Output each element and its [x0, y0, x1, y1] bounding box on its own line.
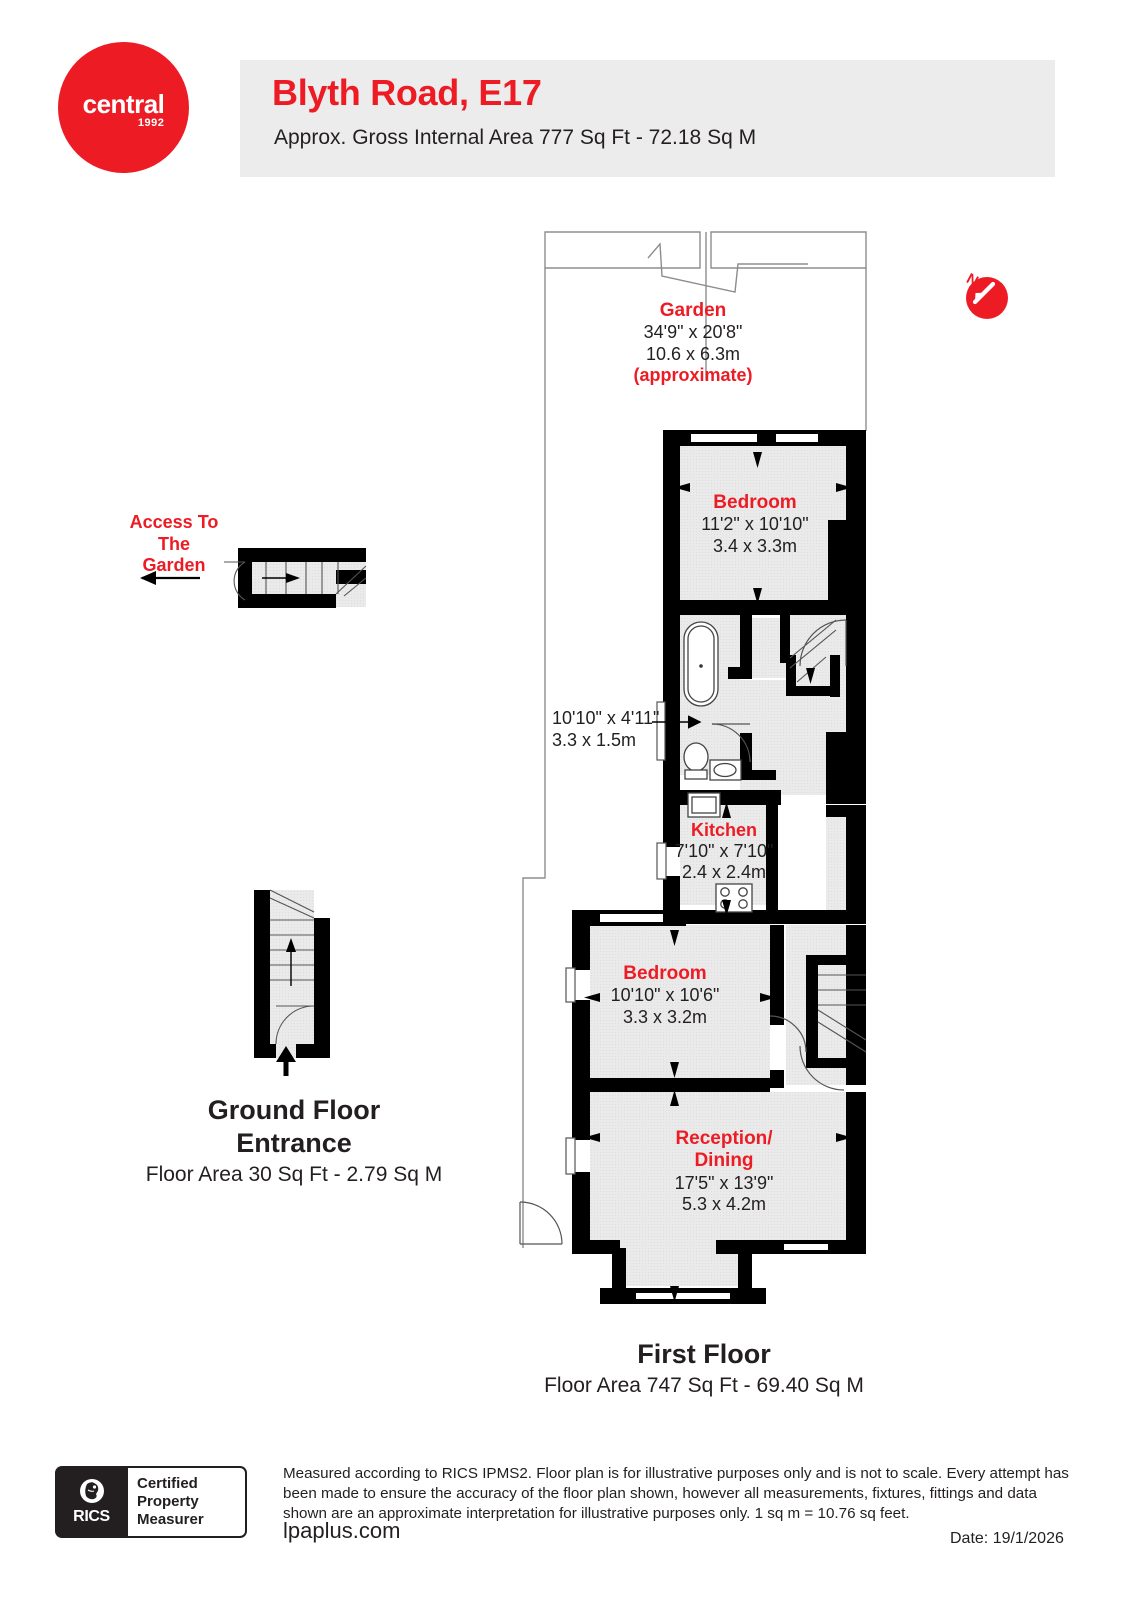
ground-floor-caption: Ground Floor Entrance Floor Area 30 Sq F… [84, 1094, 504, 1187]
bath-fixture [683, 621, 719, 707]
bedroom-front-name: Bedroom [623, 963, 707, 984]
basin-fixture [709, 759, 742, 781]
first-floor-title: First Floor [637, 1339, 771, 1369]
logo-inner: central 1992 [83, 91, 165, 129]
ground-floor-area: Floor Area 30 Sq Ft - 2.79 Sq M [145, 1162, 443, 1186]
garden-name: Garden [659, 300, 727, 321]
first-floor-caption: First Floor Floor Area 747 Sq Ft - 69.40… [494, 1338, 914, 1398]
reception-name-line2: Dining [694, 1150, 754, 1172]
ground-floor-title-line2: Entrance [236, 1127, 352, 1158]
certified-property-measurer-text: Certified Property Measurer [128, 1466, 247, 1538]
room-label-reception-dining: Reception/ Dining 17'5" x 13'9" 5.3 x 4.… [624, 1128, 824, 1215]
kitchen-dim-metric: 2.4 x 2.4m [681, 862, 767, 883]
rics-wordmark: RICS [73, 1508, 110, 1525]
logo-year: 1992 [137, 116, 165, 129]
garden-dim-imperial: 34'9" x 20'8" [643, 322, 743, 343]
page-title: Blyth Road, E17 [272, 72, 542, 113]
room-label-bedroom-front: Bedroom 10'10" x 10'6" 3.3 x 3.2m [565, 963, 765, 1028]
kitchen-dim-imperial: 7'10" x 7'10" [674, 841, 774, 862]
garden-approximate-note: (approximate) [633, 364, 753, 385]
reception-dim-imperial: 17'5" x 13'9" [674, 1172, 774, 1193]
hob-fixture [715, 883, 753, 913]
plan-date: Date: 19/1/2026 [950, 1530, 1064, 1547]
north-compass-icon: N [955, 268, 1009, 322]
logo-wordmark: central [82, 88, 165, 119]
gross-internal-area: Approx. Gross Internal Area 777 Sq Ft - … [274, 126, 757, 149]
stairs-upper [789, 619, 837, 683]
bedroom-rear-dim-imperial: 11'2" x 10'10" [701, 514, 809, 535]
room-label-kitchen: Kitchen 7'10" x 7'10" 2.4 x 2.4m [640, 820, 808, 884]
room-label-garden: Garden 34'9" x 20'8" 10.6 x 6.3m (approx… [583, 300, 803, 386]
room-label-bathroom: 10'10" x 4'11" 3.3 x 1.5m [552, 708, 659, 751]
first-floor-area: Floor Area 747 Sq Ft - 69.40 Sq M [544, 1373, 864, 1397]
central-logo: central 1992 [58, 42, 189, 173]
website-link[interactable]: lpaplus.com [283, 1518, 401, 1543]
door-arcs [711, 619, 847, 763]
kitchen-name: Kitchen [690, 820, 757, 840]
access-to-garden-label: Access To The Garden [126, 512, 222, 577]
ground-floor-title-line1: Ground Floor [207, 1095, 381, 1125]
disclaimer-text: Measured according to RICS IPMS2. Floor … [283, 1465, 1069, 1523]
window-reception [565, 1137, 576, 1175]
bedroom-front-dim-metric: 3.3 x 3.2m [622, 1006, 708, 1027]
rics-logo: RICS [55, 1466, 128, 1538]
bedroom-front-dim-imperial: 10'10" x 10'6" [610, 985, 720, 1006]
door-arc-front-bedroom [769, 1015, 845, 1091]
garden-dim-metric: 10.6 x 6.3m [645, 343, 741, 364]
badge-line2: Property [137, 1493, 199, 1511]
access-to-garden-text: Access To The Garden [129, 512, 219, 576]
kitchen-sink [687, 792, 721, 818]
bedroom-rear-name: Bedroom [713, 492, 797, 513]
reception-name-line1: Reception/ [675, 1128, 773, 1149]
rics-certified-badge: RICS Certified Property Measurer [55, 1466, 247, 1538]
badge-line1: Certified [137, 1475, 198, 1493]
stairs-lower [817, 974, 867, 1053]
toilet-fixture [683, 742, 709, 780]
ground-floor-entrance-plan [254, 889, 330, 1076]
wall-group-bathroom [663, 615, 866, 805]
bathroom-dim-metric: 3.3 x 1.5m [552, 729, 637, 750]
front-door-arc [519, 1201, 563, 1245]
header-band [240, 60, 1055, 177]
badge-line3: Measurer [137, 1510, 204, 1528]
bedroom-rear-dim-metric: 3.4 x 3.3m [712, 535, 798, 556]
rics-lion-icon [79, 1479, 104, 1503]
reception-dim-metric: 5.3 x 4.2m [681, 1194, 767, 1215]
room-label-bedroom-rear: Bedroom 11'2" x 10'10" 3.4 x 3.3m [655, 492, 855, 557]
bathroom-dim-imperial: 10'10" x 4'11" [552, 708, 660, 728]
